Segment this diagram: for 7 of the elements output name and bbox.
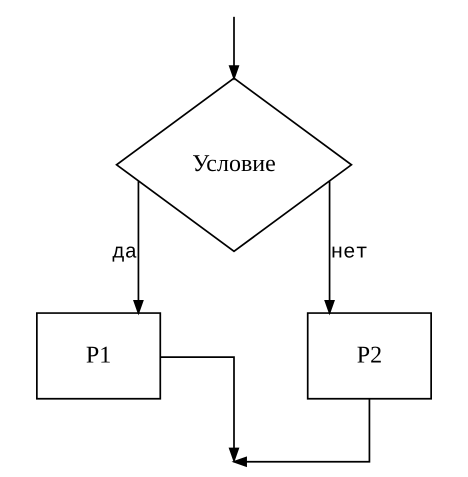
node-box: P2: [306, 312, 432, 400]
arrow: [324, 181, 335, 316]
arrow: [133, 181, 144, 316]
node-box: P1: [36, 312, 162, 400]
arrow: [228, 16, 240, 81]
arrow: [160, 356, 240, 464]
arrow: [232, 398, 370, 468]
